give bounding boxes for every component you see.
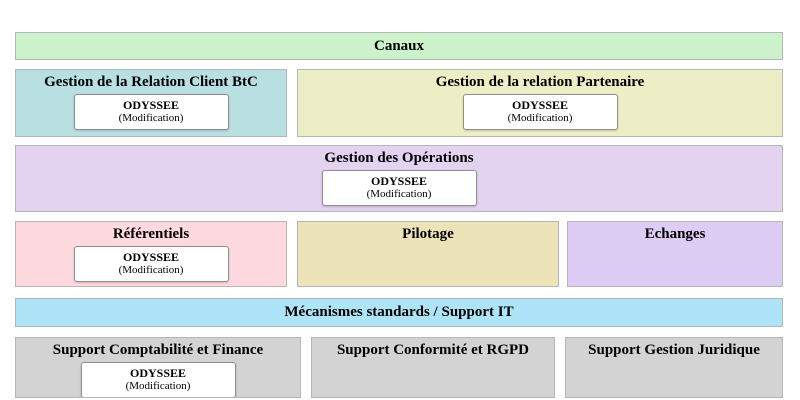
- odyssee-app-box: ODYSSEE (Modification): [73, 94, 229, 130]
- app-status: (Modification): [507, 112, 573, 124]
- app-status: (Modification): [366, 188, 432, 200]
- block-referentiels-title: Référentiels: [112, 226, 190, 242]
- block-operations-title: Gestion des Opérations: [324, 150, 474, 166]
- block-relation-partenaire: Gestion de la relation Partenaire ODYSSE…: [297, 69, 783, 137]
- block-mecanismes-support-it-title: Mécanismes standards / Support IT: [284, 304, 514, 320]
- block-pilotage: Pilotage: [297, 221, 559, 287]
- block-support-conformite-rgpd: Support Conformité et RGPD: [311, 337, 555, 398]
- block-echanges-title: Echanges: [644, 226, 706, 242]
- block-support-comptabilite-finance-title: Support Comptabilité et Finance: [52, 342, 264, 358]
- block-relation-partenaire-title: Gestion de la relation Partenaire: [435, 74, 645, 90]
- block-support-comptabilite-finance: Support Comptabilité et Finance ODYSSEE …: [15, 337, 301, 398]
- app-name: ODYSSEE: [511, 98, 569, 112]
- app-status: (Modification): [118, 264, 184, 276]
- row-referentiels-pilotage-echanges: Référentiels ODYSSEE (Modification) Pilo…: [15, 221, 783, 287]
- odyssee-app-box: ODYSSEE (Modification): [321, 170, 477, 206]
- block-referentiels: Référentiels ODYSSEE (Modification): [15, 221, 287, 287]
- block-operations: Gestion des Opérations ODYSSEE (Modifica…: [15, 145, 783, 212]
- block-canaux-title: Canaux: [373, 37, 425, 54]
- block-support-gestion-juridique-title: Support Gestion Juridique: [588, 342, 760, 358]
- odyssee-app-box: ODYSSEE (Modification): [462, 94, 618, 130]
- block-mecanismes-support-it: Mécanismes standards / Support IT: [15, 298, 783, 327]
- app-name: ODYSSEE: [370, 174, 428, 188]
- odyssee-app-box: ODYSSEE (Modification): [80, 362, 236, 397]
- app-status: (Modification): [125, 380, 191, 392]
- block-support-conformite-rgpd-title: Support Conformité et RGPD: [336, 342, 530, 358]
- app-name: ODYSSEE: [129, 366, 187, 380]
- block-canaux: Canaux: [15, 32, 783, 60]
- row-canaux: Canaux: [15, 32, 783, 60]
- block-pilotage-title: Pilotage: [402, 226, 454, 242]
- app-status: (Modification): [118, 112, 184, 124]
- block-relation-client-btc-title: Gestion de la Relation Client BtC: [44, 74, 258, 90]
- app-name: ODYSSEE: [122, 250, 180, 264]
- block-support-gestion-juridique: Support Gestion Juridique: [565, 337, 783, 398]
- block-echanges: Echanges: [567, 221, 783, 287]
- odyssee-app-box: ODYSSEE (Modification): [73, 246, 229, 282]
- app-name: ODYSSEE: [122, 98, 180, 112]
- row-relations: Gestion de la Relation Client BtC ODYSSE…: [15, 69, 783, 137]
- row-supports: Support Comptabilité et Finance ODYSSEE …: [15, 337, 783, 398]
- row-operations: Gestion des Opérations ODYSSEE (Modifica…: [15, 145, 783, 212]
- row-mecanismes-support-it: Mécanismes standards / Support IT: [15, 298, 783, 327]
- diagram-rows: Canaux Gestion de la Relation Client BtC…: [15, 32, 783, 398]
- block-relation-client-btc: Gestion de la Relation Client BtC ODYSSE…: [15, 69, 287, 137]
